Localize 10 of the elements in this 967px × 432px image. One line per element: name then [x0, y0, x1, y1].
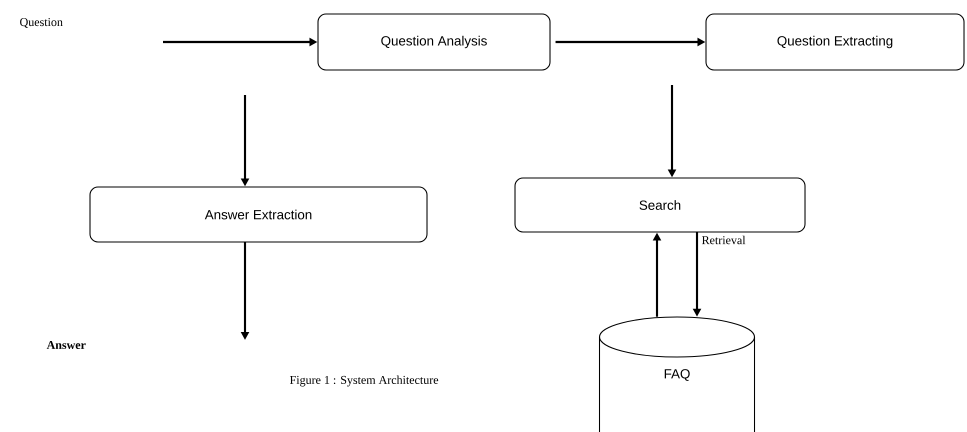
node-label: FAQ [664, 369, 690, 381]
edge-label: Retrieval [700, 234, 747, 246]
database-cylinder: FAQ [598, 316, 756, 432]
process-box: Search [514, 177, 806, 233]
caption: Figure 1 : System Architecture [290, 376, 438, 386]
process-box: Answer Extraction [89, 186, 428, 243]
input-label: Question [20, 18, 63, 28]
process-box: Question Analysis [317, 13, 551, 71]
process-box: Question Extracting [705, 13, 965, 71]
output-label: Answer [46, 340, 86, 350]
